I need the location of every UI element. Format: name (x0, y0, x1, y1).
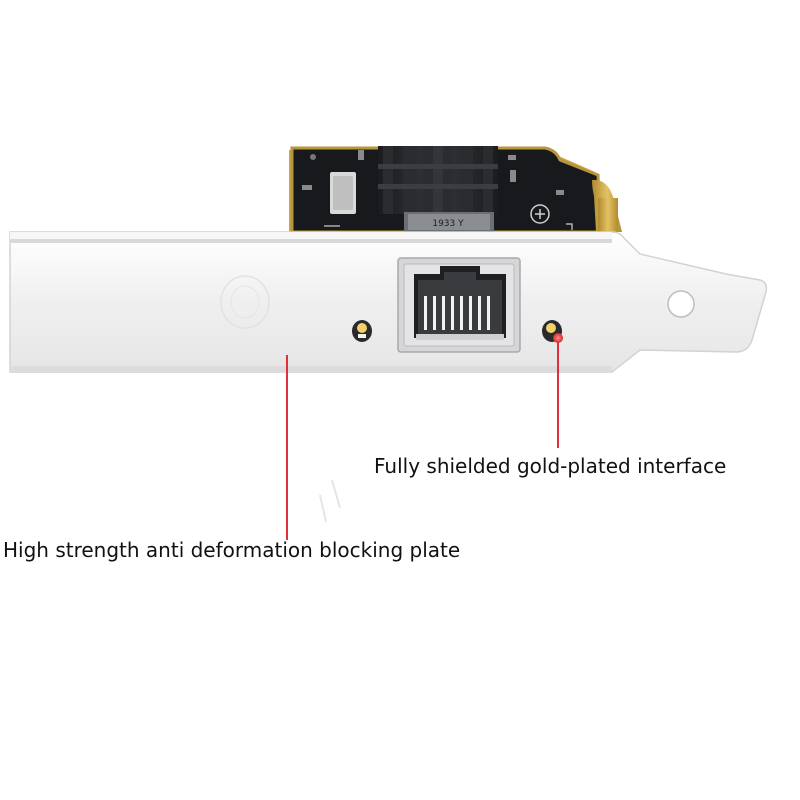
interface-annotation-label: Fully shielded gold-plated interface (374, 454, 727, 478)
chip-marking: 1933 Y (432, 219, 464, 229)
logo-mark (530, 204, 550, 224)
reflection (319, 479, 341, 523)
blocking-plate (9, 231, 768, 373)
led-right-icon (542, 320, 563, 343)
led-left-icon (352, 320, 372, 342)
controller-chip: 1933 Y (404, 212, 494, 232)
rj45-pins (424, 296, 490, 330)
rj45-port-icon (397, 257, 521, 353)
gold-fingers (592, 179, 622, 232)
plate-annotation-label: High strength anti deformation blocking … (3, 538, 461, 562)
pcb-board: 1933 Y (289, 146, 622, 234)
heatsink (378, 146, 498, 214)
embossed-logo (220, 275, 270, 329)
mounting-hole (667, 290, 695, 318)
